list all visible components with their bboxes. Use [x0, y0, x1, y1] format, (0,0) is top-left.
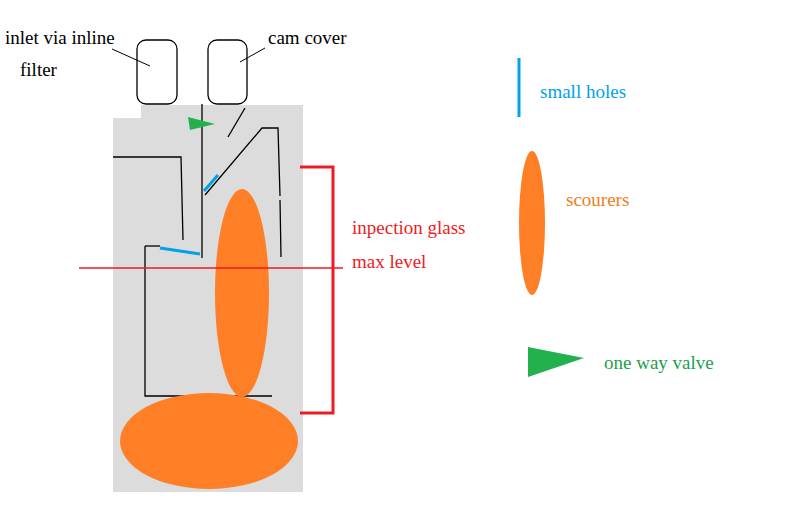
internal-walls: [113, 104, 281, 396]
part-label: cam cover: [268, 22, 388, 54]
can-body: [113, 105, 303, 492]
leader-line: [112, 49, 150, 66]
small-holes: [204, 175, 218, 191]
small-holes: [160, 248, 200, 254]
scourer: [215, 189, 269, 397]
inspection-glass-bracket: [300, 167, 333, 413]
cam-cover-tube: [208, 40, 247, 104]
leader-line: [240, 48, 265, 62]
part-label: inlet via inline filter: [5, 22, 150, 86]
legend-sample-ellipse: [519, 151, 545, 295]
scourer: [120, 393, 298, 489]
legend-sample-line: [518, 58, 521, 117]
max-level-line: [79, 267, 343, 269]
legend-text: scourers: [566, 188, 629, 212]
legend-text: small holes: [540, 80, 626, 104]
inlet-tube: [137, 40, 177, 104]
legend-sample-triangle: [528, 347, 584, 377]
level-label: inpection glass max level: [352, 211, 502, 279]
legend-text: one way valve: [604, 351, 714, 375]
one-way-valve: [188, 117, 215, 130]
